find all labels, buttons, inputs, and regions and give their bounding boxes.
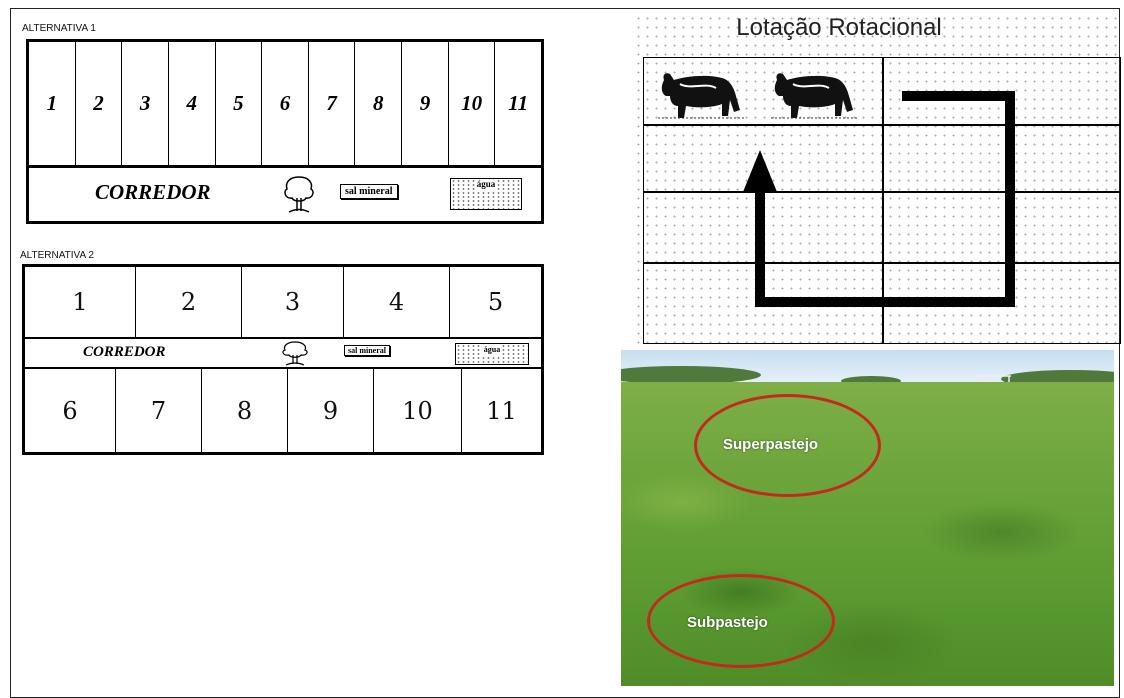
paddock-cell: 6	[262, 42, 309, 165]
paddock-cell: 6	[25, 369, 116, 452]
paddock-cell: 5	[487, 288, 504, 316]
agua-label: água	[474, 179, 498, 190]
paddock-cell: 1	[29, 42, 76, 165]
paddock-cell: 3	[122, 42, 169, 165]
superpastejo-ellipse	[694, 394, 881, 497]
tree-icon	[282, 341, 308, 366]
paddock-cell: 5	[216, 42, 263, 165]
agua-box: água	[455, 343, 529, 365]
alternativa-1-paddock-row: 1 2 3 4 5 6 7 8 9 10 11	[29, 42, 541, 168]
alternativa-2-top-row: 1 2 3 4 5	[25, 267, 541, 339]
paddock-cell: 8	[202, 369, 288, 452]
paddock-cell: 9	[288, 369, 374, 452]
fence-icon	[975, 375, 1011, 387]
superpastejo-label: Superpastejo	[723, 436, 819, 453]
alternativa-2-layout: 1 2 3 4 5 CORREDOR sal mineral água 6 7 …	[22, 264, 544, 455]
alternativa-1-label: ALTERNATIVA 1	[22, 23, 96, 34]
paddock-cell: 10	[374, 369, 462, 452]
sal-mineral-box: sal mineral	[344, 345, 390, 356]
rotational-grid	[643, 57, 1121, 344]
agua-label: água	[481, 344, 503, 355]
grid-line	[882, 58, 884, 343]
alternativa-1-corridor: CORREDOR sal mineral água	[29, 168, 541, 221]
rotation-arrow-icon	[743, 91, 1015, 307]
corridor-label: CORREDOR	[83, 344, 166, 360]
sal-mineral-box: sal mineral	[340, 184, 398, 199]
paddock-cell: 8	[355, 42, 403, 165]
paddock-cell: 9	[402, 42, 449, 165]
paddock-cell: 10	[449, 42, 496, 165]
paddock-cell: 2	[76, 42, 123, 165]
subpastejo-ellipse	[647, 574, 835, 668]
paddock-cell: 4	[169, 42, 216, 165]
paddock-cell: 3	[242, 267, 344, 337]
subpastejo-label: Subpastejo	[687, 614, 768, 631]
cow-icon	[658, 73, 744, 119]
paddock-cell: 7	[309, 42, 356, 165]
cow-icon	[771, 73, 857, 119]
paddock-cell: 7	[116, 369, 202, 452]
alternativa-2-corridor: CORREDOR sal mineral água	[25, 339, 541, 369]
corridor-label: CORREDOR	[95, 180, 211, 204]
paddock-cell: 11	[508, 91, 529, 115]
alternativa-1-layout: 1 2 3 4 5 6 7 8 9 10 11 CORREDOR sal min…	[26, 39, 544, 224]
rotational-title: Lotação Rotacional	[736, 14, 942, 41]
pasture-photo: Superpastejo Subpastejo	[621, 350, 1114, 686]
agua-box: água	[450, 178, 522, 210]
alternativa-2-label: ALTERNATIVA 2	[20, 250, 94, 261]
rotational-dotted-background	[634, 14, 1118, 348]
paddock-cell: 1	[25, 267, 136, 337]
alternativa-2-bottom-row: 6 7 8 9 10 11	[25, 369, 541, 452]
hill	[841, 376, 901, 386]
hill	[621, 366, 761, 384]
paddock-cell: 2	[136, 267, 242, 337]
tree-icon	[284, 176, 314, 213]
paddock-cell: 4	[344, 267, 450, 337]
paddock-cell: 11	[486, 396, 517, 425]
